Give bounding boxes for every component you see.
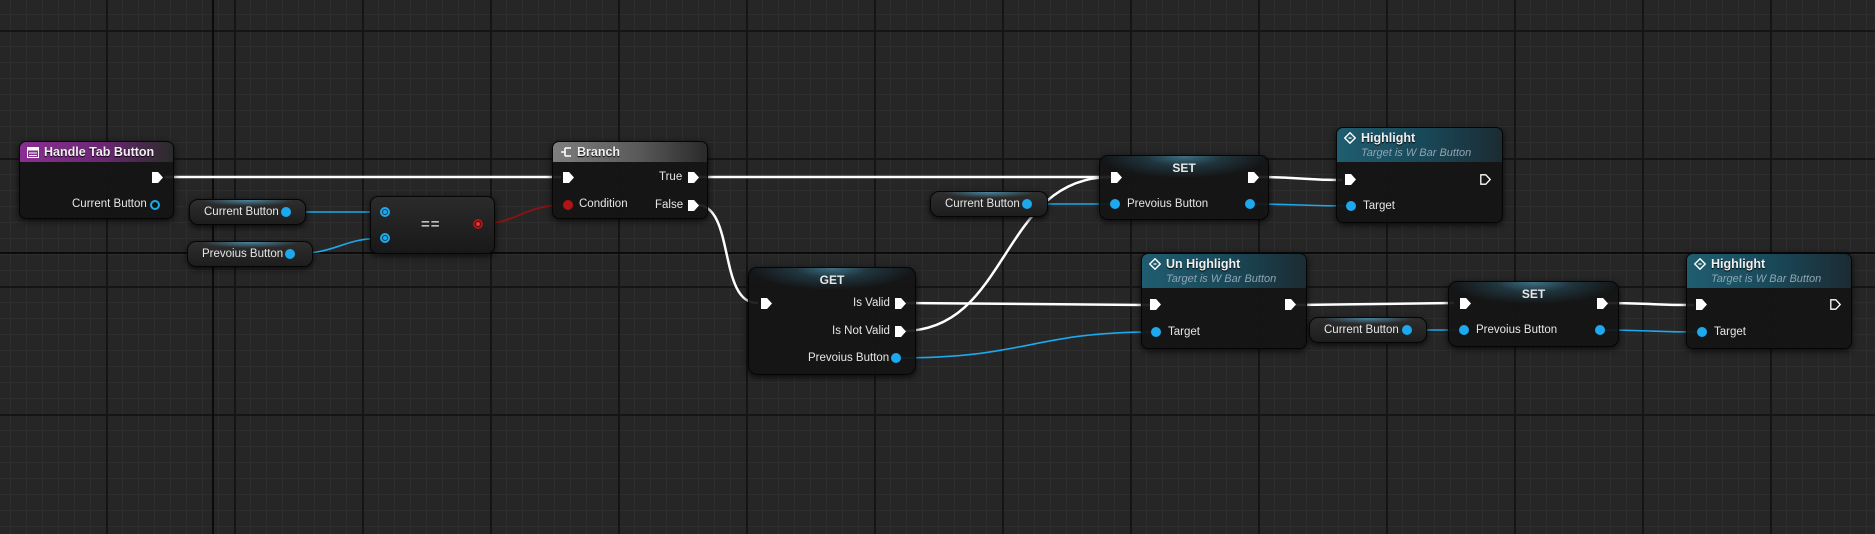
branch-node-header[interactable]: Branch: [553, 142, 707, 162]
getter-current-button-2[interactable]: Current Button: [930, 191, 1048, 217]
get-node[interactable]: GET: [748, 267, 916, 375]
unhighlight-target-pin[interactable]: [1151, 327, 1161, 337]
set1-exec-in-pin[interactable]: [1111, 172, 1122, 183]
getter-label: Current Button: [1324, 324, 1399, 336]
highlight2-target-label: Target: [1714, 326, 1746, 338]
get-input-pin-label: Prevoius Button: [808, 352, 890, 364]
highlight1-target-label: Target: [1363, 200, 1395, 212]
getter-label: Current Button: [204, 206, 279, 218]
exec-wire-unhighlight-to-set2: [1293, 301, 1455, 307]
getter-label: Prevoius Button: [202, 248, 284, 260]
highlight-node-2[interactable]: Highlight Target is W Bar Button: [1686, 253, 1852, 349]
highlight1-exec-in-pin[interactable]: [1345, 174, 1356, 185]
equal-output-pin[interactable]: [473, 219, 483, 229]
function-entry-icon: [27, 146, 39, 158]
set-node-1-header[interactable]: SET: [1100, 156, 1268, 178]
exec-wire-isnotvalid-to-set1: [901, 175, 1113, 333]
highlight2-exec-in-pin[interactable]: [1696, 299, 1707, 310]
highlight2-target-pin[interactable]: [1697, 327, 1707, 337]
getter-current-button-3-pin[interactable]: [1402, 325, 1412, 335]
get-input-pin[interactable]: [891, 353, 901, 363]
unhighlight-exec-in-pin[interactable]: [1150, 299, 1161, 310]
event-node-title: Handle Tab Button: [44, 145, 155, 159]
branch-condition-label: Condition: [579, 198, 628, 210]
event-output-pin-label: Current Button: [72, 198, 147, 210]
unhighlight-node-header[interactable]: Un Highlight Target is W Bar Button: [1142, 254, 1306, 288]
highlight1-target-pin[interactable]: [1346, 201, 1356, 211]
set2-exec-in-pin[interactable]: [1460, 298, 1471, 309]
set1-output-pin[interactable]: [1245, 199, 1255, 209]
event-exec-out-pin[interactable]: [152, 172, 163, 183]
get-is-not-valid-exec-pin[interactable]: [895, 326, 906, 337]
highlight1-exec-out-pin[interactable]: [1480, 174, 1491, 185]
set2-input-pin[interactable]: [1459, 325, 1469, 335]
set1-input-pin[interactable]: [1110, 199, 1120, 209]
function-icon: [1344, 132, 1356, 144]
get-is-valid-exec-pin[interactable]: [895, 298, 906, 309]
branch-false-label: False: [655, 199, 684, 211]
graph-origin-axis-horizontal: [0, 252, 1875, 254]
branch-exec-in-pin[interactable]: [563, 172, 574, 183]
unhighlight-node[interactable]: Un Highlight Target is W Bar Button: [1141, 253, 1307, 349]
branch-condition-pin[interactable]: [563, 200, 573, 210]
branch-true-exec-pin[interactable]: [688, 172, 699, 183]
exec-wire-isvalid-to-unhighlight: [901, 301, 1152, 307]
event-node-handle-tab-button[interactable]: Handle Tab Button: [19, 141, 174, 219]
get-is-not-valid-label: Is Not Valid: [832, 325, 890, 337]
unhighlight-node-subtitle: Target is W Bar Button: [1166, 273, 1277, 285]
unhighlight-target-label: Target: [1168, 326, 1200, 338]
set2-exec-out-pin[interactable]: [1597, 298, 1608, 309]
exec-wire-set1-to-highlight1: [1256, 175, 1343, 182]
set-node-2[interactable]: SET: [1448, 281, 1619, 347]
event-node-header[interactable]: Handle Tab Button: [20, 142, 173, 162]
set2-output-pin[interactable]: [1595, 325, 1605, 335]
highlight-node-1[interactable]: Highlight Target is W Bar Button: [1336, 127, 1503, 223]
equal-input-b-pin[interactable]: [380, 233, 390, 243]
set1-exec-out-pin[interactable]: [1248, 172, 1259, 183]
set1-pin-label: Prevoius Button: [1127, 198, 1209, 210]
get-exec-in-pin[interactable]: [761, 298, 772, 309]
get-is-valid-label: Is Valid: [853, 297, 890, 309]
highlight-node-1-subtitle: Target is W Bar Button: [1361, 147, 1472, 159]
getter-current-button-2-pin[interactable]: [1022, 199, 1032, 209]
exec-wire-false-to-get: [695, 203, 759, 305]
highlight-node-1-header[interactable]: Highlight Target is W Bar Button: [1337, 128, 1502, 162]
getter-current-button-1-pin[interactable]: [281, 207, 291, 217]
equal-operator-label: ==: [421, 216, 441, 233]
branch-icon: [560, 146, 572, 158]
getter-label: Current Button: [945, 198, 1020, 210]
set-node-1[interactable]: SET: [1099, 155, 1269, 220]
equal-input-a-pin[interactable]: [380, 207, 390, 217]
highlight-node-2-title: Highlight: [1711, 257, 1766, 271]
branch-node-title: Branch: [577, 145, 621, 159]
function-icon: [1694, 258, 1706, 270]
object-wire-get-to-unhighlight: [895, 331, 1156, 359]
branch-node[interactable]: Branch: [552, 141, 708, 219]
unhighlight-exec-out-pin[interactable]: [1285, 299, 1296, 310]
branch-true-label: True: [659, 171, 683, 183]
function-icon: [1149, 258, 1161, 270]
set2-pin-label: Prevoius Button: [1476, 324, 1558, 336]
branch-false-exec-pin[interactable]: [688, 200, 699, 211]
highlight-node-1-title: Highlight: [1361, 131, 1416, 145]
highlight-node-2-header[interactable]: Highlight Target is W Bar Button: [1687, 254, 1851, 288]
event-output-pin[interactable]: [150, 200, 160, 210]
getter-prevoius-button-1-pin[interactable]: [285, 249, 295, 259]
get-node-header[interactable]: GET: [749, 268, 915, 290]
set-node-2-header[interactable]: SET: [1449, 282, 1618, 304]
unhighlight-node-title: Un Highlight: [1166, 257, 1241, 271]
highlight-node-2-subtitle: Target is W Bar Button: [1711, 273, 1822, 285]
graph-origin-axis-vertical: [212, 0, 214, 534]
highlight2-exec-out-pin[interactable]: [1830, 299, 1841, 310]
